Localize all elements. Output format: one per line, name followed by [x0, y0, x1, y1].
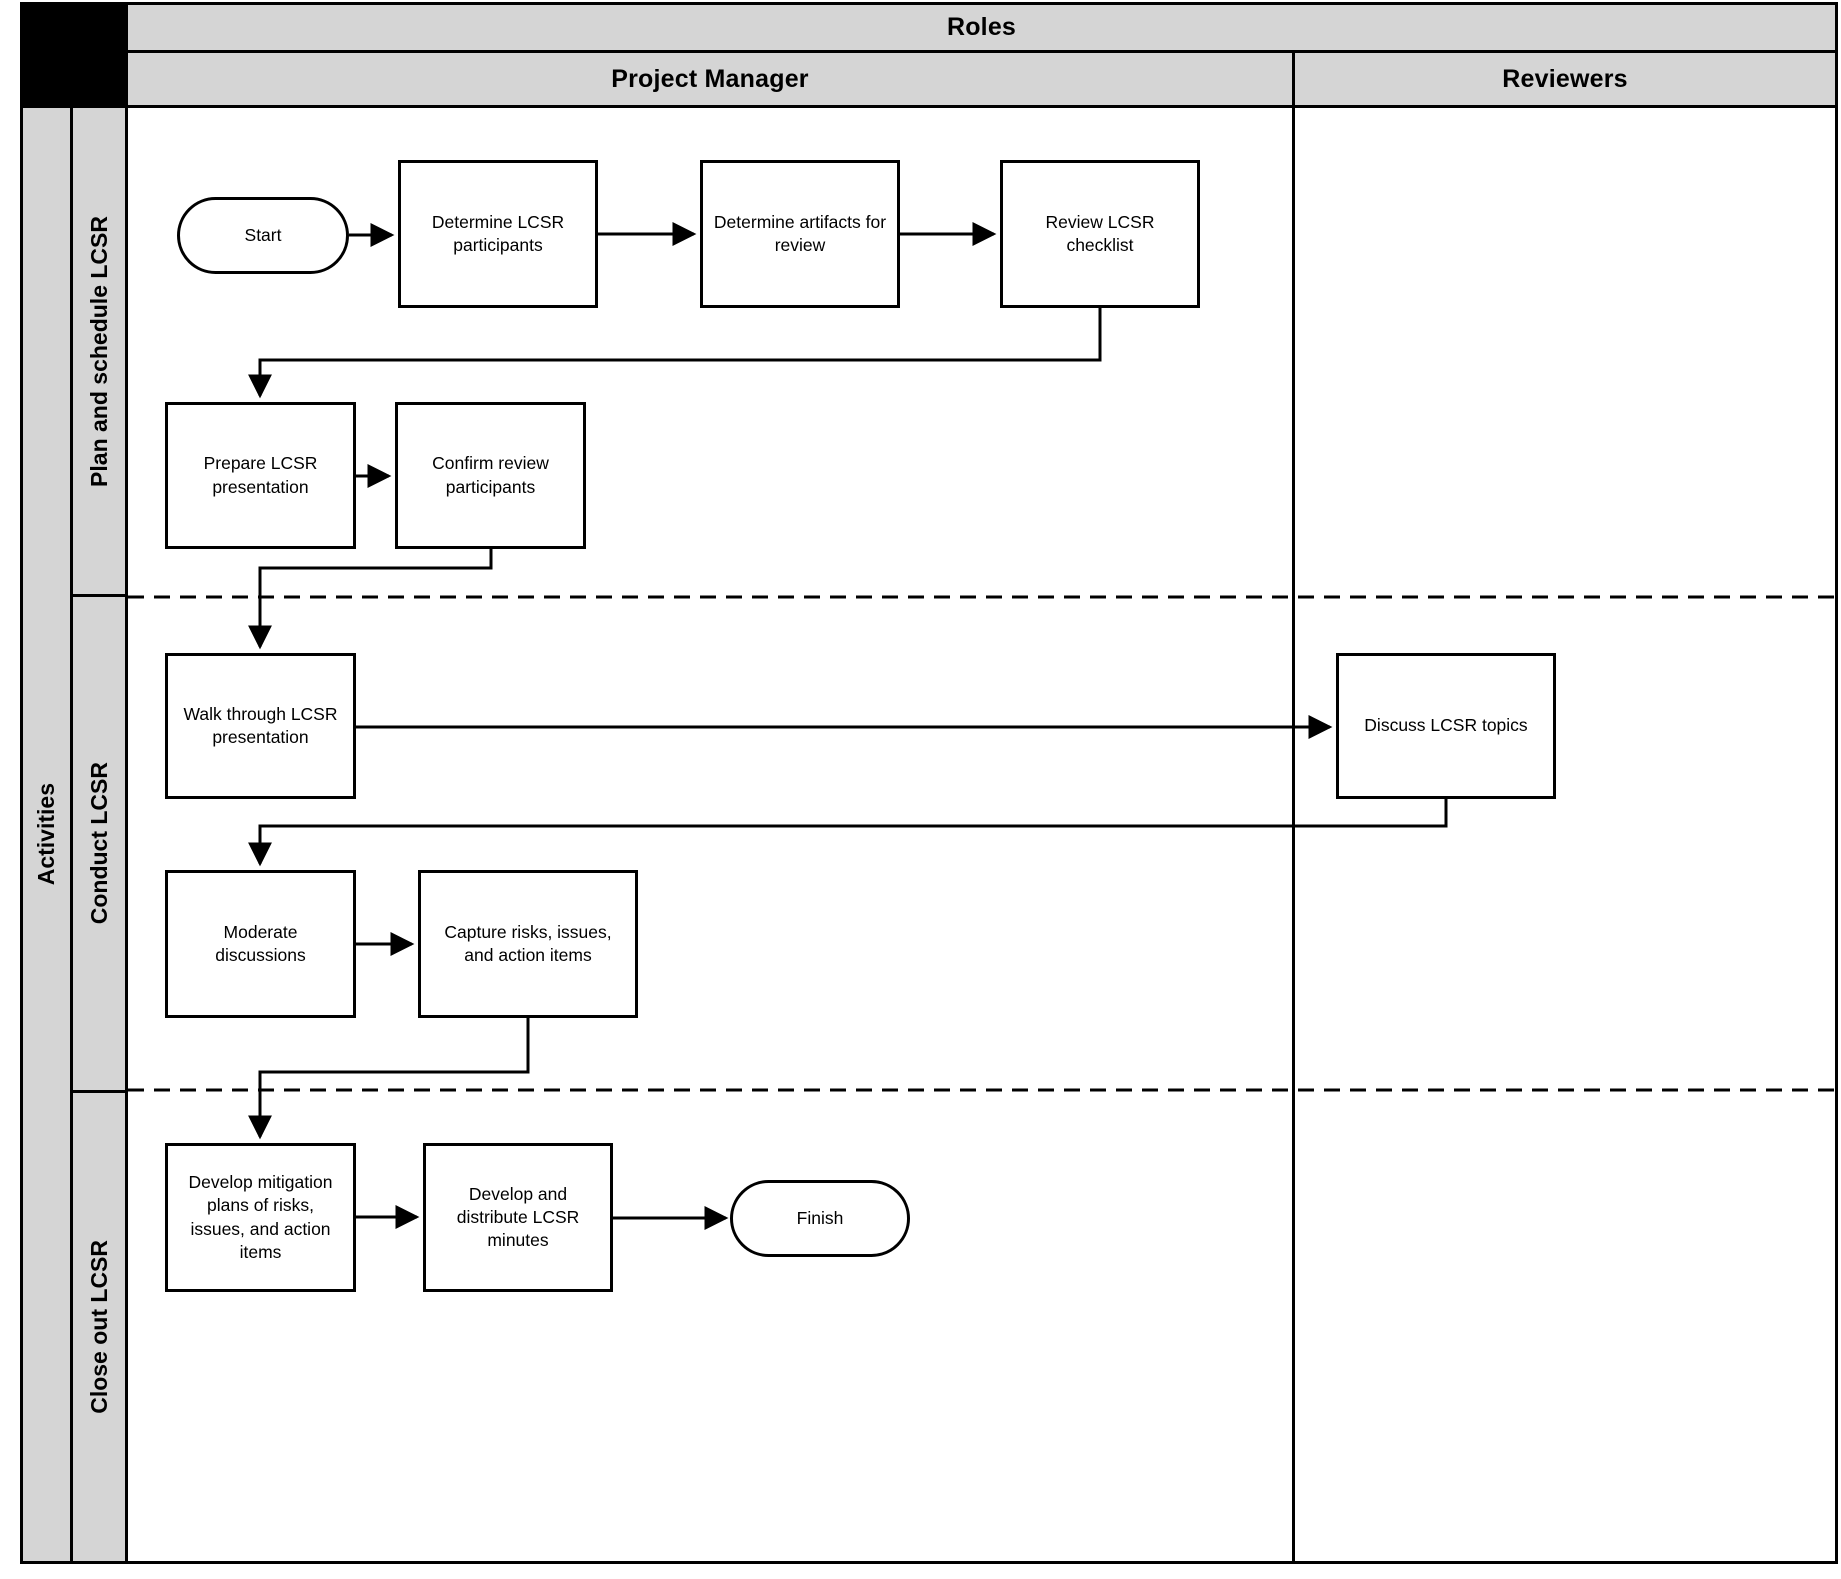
node-prepare-presentation: Prepare LCSR presentation — [165, 402, 356, 549]
node-develop-minutes: Develop and distribute LCSR minutes — [423, 1143, 613, 1292]
column-header-reviewers: Reviewers — [1292, 50, 1838, 108]
node-capture-risks: Capture risks, issues, and action items — [418, 870, 638, 1018]
node-moderate-discussions-label: Moderate discussions — [215, 921, 306, 965]
reviewers-label: Reviewers — [1502, 64, 1628, 93]
node-determine-participants: Determine LCSR participants — [398, 160, 598, 308]
node-confirm-participants: Confirm review participants — [395, 402, 586, 549]
node-capture-risks-label: Capture risks, issues, and action items — [444, 921, 612, 965]
roles-header-label: Roles — [946, 13, 1017, 41]
node-finish-label: Finish — [796, 1207, 844, 1228]
node-walk-through-label: Walk through LCSR presentation — [183, 703, 338, 747]
project-manager-label: Project Manager — [611, 64, 809, 93]
content-frame — [125, 105, 1838, 1564]
corner-block — [20, 2, 128, 108]
node-review-checklist-label: Review LCSR checklist — [1045, 211, 1155, 255]
node-determine-artifacts-label: Determine artifacts for review — [713, 211, 887, 255]
lane-plan-label: Plan and schedule LCSR — [85, 215, 112, 487]
node-develop-mitigation: Develop mitigation plans of risks, issue… — [165, 1143, 356, 1292]
node-discuss-topics-label: Discuss LCSR topics — [1364, 715, 1528, 736]
column-header-project-manager: Project Manager — [125, 50, 1295, 108]
node-develop-minutes-label: Develop and distribute LCSR minutes — [456, 1183, 580, 1251]
node-determine-artifacts: Determine artifacts for review — [700, 160, 900, 308]
node-moderate-discussions: Moderate discussions — [165, 870, 356, 1018]
node-walk-through: Walk through LCSR presentation — [165, 653, 356, 799]
lane-close-label: Close out LCSR — [85, 1240, 112, 1414]
lane-label-conduct: Conduct LCSR — [70, 594, 128, 1093]
activities-label: Activities — [33, 783, 59, 886]
node-start: Start — [177, 197, 349, 274]
node-develop-mitigation-label: Develop mitigation plans of risks, issue… — [188, 1172, 333, 1262]
lane-label-plan-and-schedule: Plan and schedule LCSR — [70, 105, 128, 597]
roles-header: Roles — [125, 2, 1838, 53]
lane-label-close-out: Close out LCSR — [70, 1090, 128, 1564]
node-prepare-presentation-label: Prepare LCSR presentation — [203, 453, 318, 497]
node-review-checklist: Review LCSR checklist — [1000, 160, 1200, 308]
lane-conduct-label: Conduct LCSR — [85, 762, 112, 925]
node-confirm-participants-label: Confirm review participants — [432, 453, 549, 497]
activities-rail: Activities — [20, 105, 73, 1564]
node-finish: Finish — [730, 1180, 910, 1257]
node-determine-participants-label: Determine LCSR participants — [431, 211, 565, 255]
node-start-label: Start — [244, 224, 282, 245]
column-divider — [1292, 105, 1295, 1564]
node-discuss-topics: Discuss LCSR topics — [1336, 653, 1556, 799]
